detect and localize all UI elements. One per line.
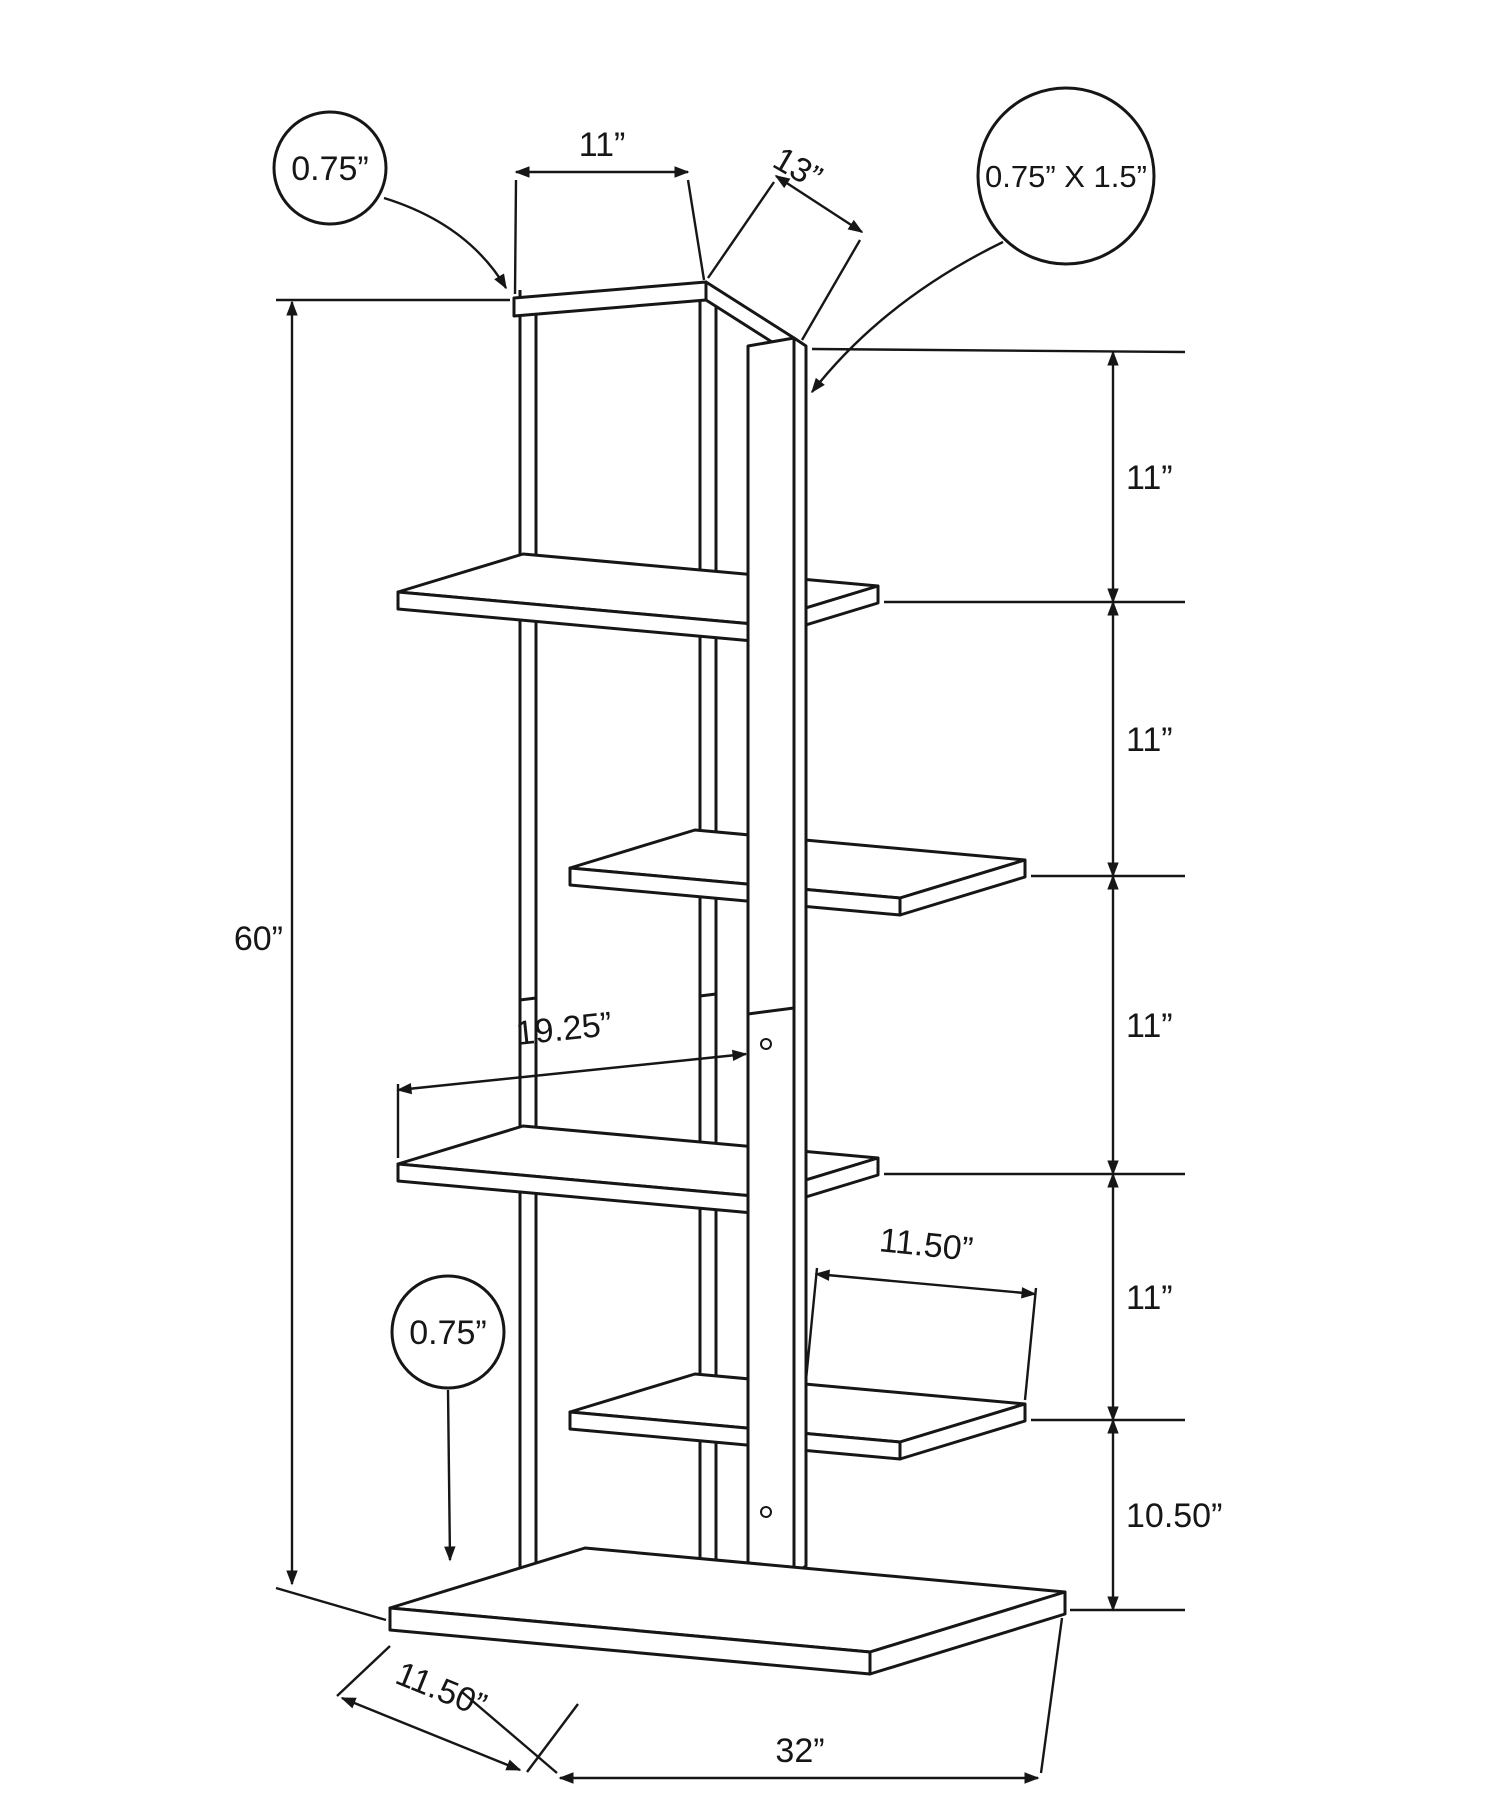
extension-line — [686, 179, 706, 281]
leader-line — [383, 196, 508, 290]
dimension-label: 11” — [1126, 459, 1173, 497]
extension-line — [275, 1586, 387, 1622]
extension-line — [1023, 1287, 1038, 1401]
dimension-line — [814, 1269, 1037, 1299]
joint-line — [519, 996, 537, 1002]
screw-hole — [760, 1038, 772, 1050]
extension-line — [526, 1703, 579, 1773]
callout-circle — [976, 86, 1156, 266]
extension-line — [1039, 1617, 1064, 1774]
top-rail — [512, 280, 708, 318]
shelf-end-face — [898, 1402, 1027, 1461]
callout-label: 0.75” — [291, 150, 369, 188]
extension-line — [707, 181, 775, 279]
base-end-face — [868, 1590, 1067, 1676]
leader-line — [444, 1389, 456, 1562]
shelf-end-face — [898, 858, 1027, 917]
dimension-label: 11” — [1126, 1279, 1173, 1317]
dimension-label: 19.25” — [514, 1005, 614, 1053]
dim-frame-depth: 11” — [513, 126, 706, 295]
dimension-label: 11.50” — [877, 1221, 974, 1269]
dimension-label: 32” — [775, 1732, 824, 1770]
extension-line — [513, 179, 518, 295]
callout-label: 0.75” X 1.5” — [985, 159, 1147, 194]
dimension-line — [774, 174, 864, 234]
extension-line — [811, 347, 1186, 354]
post-side-face — [792, 336, 808, 1576]
dimension-label: 60” — [234, 920, 283, 958]
callout-circle — [390, 1274, 506, 1390]
dim-upper-shelf-depth: 11.50” — [804, 1221, 1038, 1401]
callout-circle — [272, 110, 388, 226]
callout-shelf-thickness: 0.75” — [390, 1274, 506, 1562]
extension-line — [800, 239, 862, 341]
leader-line — [811, 240, 1004, 394]
dimension-label: 10.50” — [1126, 1497, 1222, 1535]
joint-line — [747, 1006, 795, 1016]
dim-overall-height: 60” — [234, 298, 510, 1622]
dimension-label: 11” — [1126, 721, 1173, 759]
joint-line — [699, 992, 717, 998]
dimension-label: 13” — [767, 140, 829, 197]
post-front-face — [746, 336, 796, 1576]
side-frame — [512, 280, 796, 1570]
callout-frame-tube: 0.75” — [272, 110, 508, 290]
dimension-label: 11.50” — [390, 1655, 491, 1725]
screw-hole — [760, 1506, 772, 1518]
base-shelf — [388, 1546, 1067, 1676]
dim-base-side-depth: 11.50” — [336, 1645, 579, 1773]
callout-post-tube: 0.75” X 1.5” — [811, 86, 1156, 394]
dimension-line — [340, 1696, 522, 1772]
extension-line — [336, 1645, 391, 1697]
dim-right-chain: 11” 11” 11” 11” 10.50” — [811, 347, 1222, 1612]
callout-label: 0.75” — [409, 1314, 487, 1352]
dimension-label: 11” — [579, 126, 626, 164]
extension-line — [804, 1267, 819, 1381]
dimension-label: 11” — [1126, 1007, 1173, 1045]
center-post — [746, 336, 808, 1576]
dimension-line — [396, 1049, 748, 1095]
